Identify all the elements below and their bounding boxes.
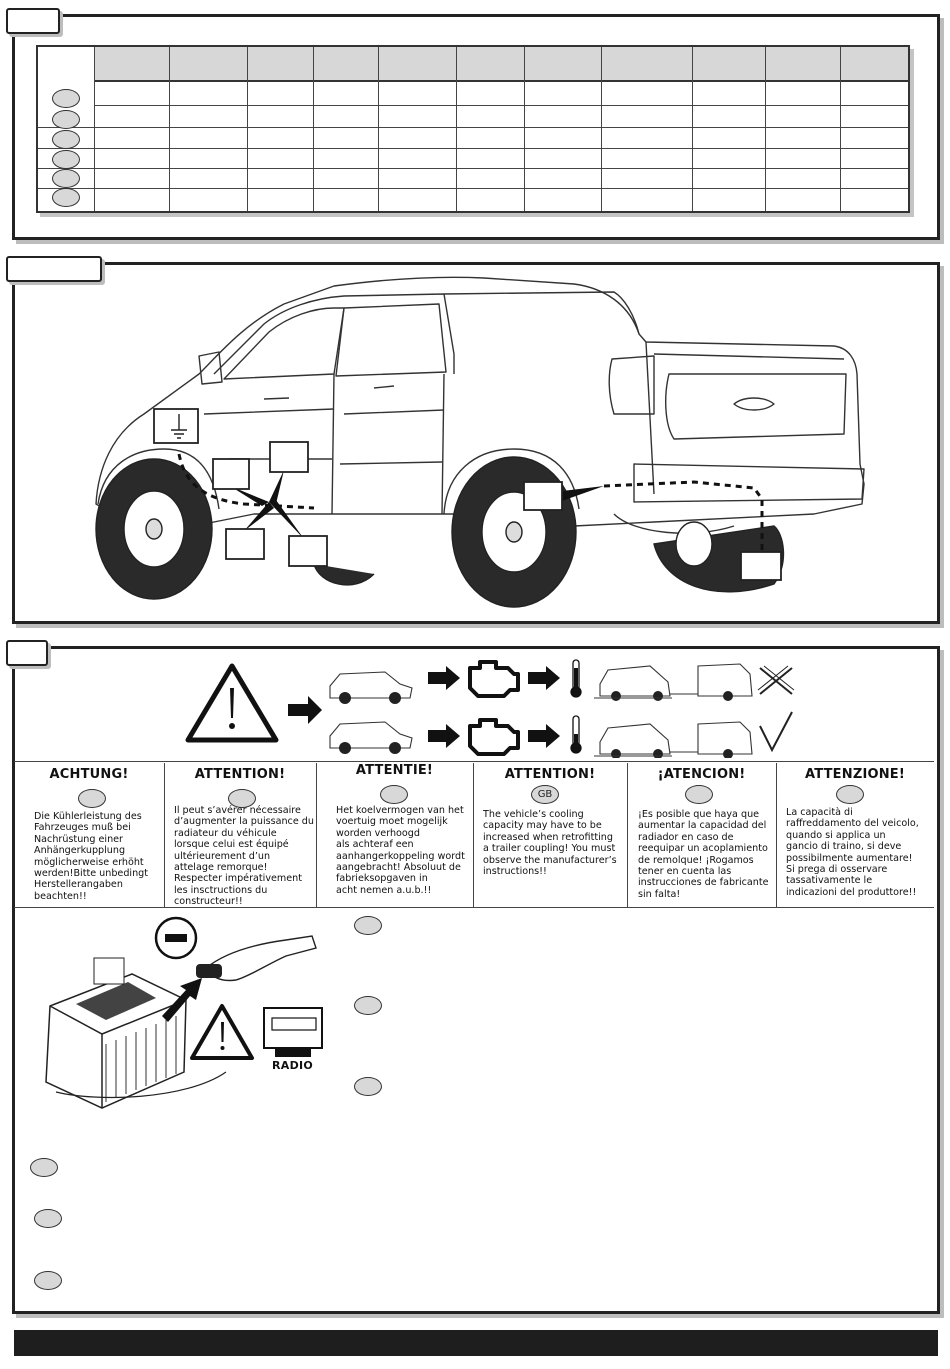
table-row-badge — [52, 150, 80, 169]
warning-text: The vehicle’s cooling capacity may have … — [483, 809, 617, 878]
language-badge — [380, 785, 408, 804]
warning-text: ¡Es posible que haya que aumentar la cap… — [638, 809, 769, 900]
warning-col-nl: ATTENTIE! Het koelvermogen van het voert… — [316, 763, 473, 907]
language-badge — [685, 785, 713, 804]
warning-text: Il peut s’avérer nécessaire d’augmenter … — [174, 805, 314, 908]
pickup-truck-illustration — [95, 276, 865, 608]
engine-icon — [468, 660, 520, 756]
warning-title: ¡ATENCION! — [657, 767, 746, 782]
warning-col-fr: ATTENTION! Il peut s’avérer nécessaire d… — [164, 763, 316, 907]
language-badge — [78, 789, 106, 808]
warning-text: Die Kühlerleistung des Fahrzeuges muß be… — [34, 811, 149, 902]
radio-icon — [263, 1007, 323, 1057]
warning-title: ACHTUNG! — [49, 767, 129, 782]
language-badge — [836, 785, 864, 804]
language-badge — [228, 789, 256, 808]
ground-symbol-icon — [171, 414, 187, 439]
table-row-badge — [52, 130, 80, 149]
warning-text: Het koelvermogen van het voertuig moet m… — [336, 805, 465, 896]
check-icon — [759, 711, 793, 753]
warning-title: ATTENZIONE! — [804, 767, 906, 782]
warning-col-it: ATTENZIONE! La capacità di raffreddament… — [776, 763, 934, 907]
instruction-badge — [354, 916, 382, 935]
specs-panel-tab — [6, 8, 60, 34]
specs-table — [36, 45, 910, 213]
vehicle-panel-tab — [6, 256, 102, 282]
instruction-badge — [34, 1209, 62, 1228]
minus-terminal-icon — [154, 916, 198, 960]
warning-triangle-icon — [190, 1004, 254, 1060]
instructions-panel-tab — [6, 640, 48, 666]
instruction-badge — [354, 1077, 382, 1096]
language-badge-gb: GB — [531, 785, 559, 804]
instruction-badge — [34, 1271, 62, 1290]
radio-label: RADIO — [272, 1059, 314, 1072]
warning-col-de: ACHTUNG! Die Kühlerleistung des Fahrzeug… — [14, 763, 164, 907]
warning-title: ATTENTIE! — [355, 763, 434, 778]
footer-bar — [14, 1330, 938, 1356]
cooling-warning-illustration — [185, 659, 795, 758]
cross-icon — [757, 665, 795, 695]
table-row-badge — [52, 169, 80, 188]
specs-table-header — [94, 47, 908, 82]
instruction-badge — [354, 996, 382, 1015]
warning-text: La capacità di raffreddamento del veicol… — [786, 807, 919, 898]
table-row-badge — [52, 110, 80, 129]
table-row-badge — [52, 89, 80, 108]
warning-title: ATTENTION! — [194, 767, 286, 782]
instruction-badge — [30, 1158, 58, 1177]
battery-disconnect-illustration — [45, 916, 323, 1109]
warning-triangle-icon — [185, 663, 279, 743]
warning-col-es: ¡ATENCION! ¡Es posible que haya que aume… — [627, 763, 776, 907]
instructions-panel — [12, 646, 940, 1314]
warning-title: ATTENTION! — [504, 767, 596, 782]
warning-col-gb: ATTENTION! GB The vehicle’s cooling capa… — [473, 763, 627, 907]
table-row-badge — [52, 188, 80, 207]
